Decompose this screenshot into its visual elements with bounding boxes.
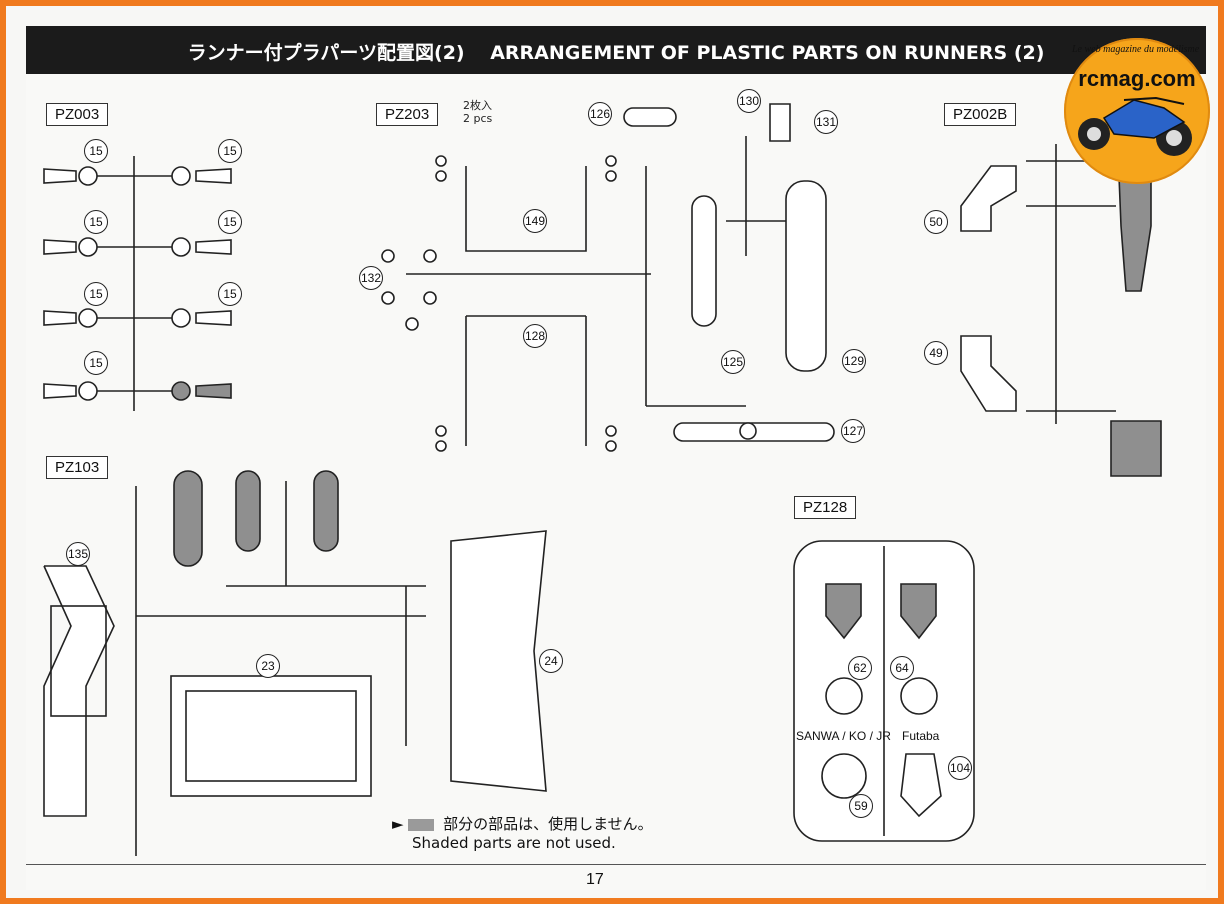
part-number-15: 15	[84, 351, 108, 375]
part-number-15: 15	[84, 139, 108, 163]
part-label-pz002b: PZ002B	[944, 103, 1017, 126]
part-number-125: 125	[721, 350, 745, 374]
part-number-23: 23	[256, 654, 280, 678]
footer-rule	[26, 864, 1206, 865]
part-number-127: 127	[841, 419, 865, 443]
part-number-130: 130	[737, 89, 761, 113]
logo-tagline: Le web magazine du modélisme	[1072, 44, 1200, 55]
part-number-15: 15	[84, 210, 108, 234]
shaded-parts-note-jp: ► 部分の部品は、使用しません。	[392, 813, 653, 834]
parts-diagram	[43, 103, 1162, 856]
part-label-pz203: PZ203	[376, 103, 439, 126]
arrow-right-icon: ►	[392, 815, 404, 833]
part-number-15: 15	[218, 139, 242, 163]
part-number-15: 15	[218, 210, 242, 234]
note-jp-text: 部分の部品は、使用しません。	[443, 815, 653, 833]
pz203-qty-jp: 2枚入	[463, 99, 492, 112]
part-number-132: 132	[359, 266, 383, 290]
part-number-131: 131	[814, 110, 838, 134]
logo-text: rcmag.com	[1078, 66, 1196, 91]
part-number-59: 59	[849, 794, 873, 818]
part-number-135: 135	[66, 542, 90, 566]
label-futaba: Futaba	[902, 729, 940, 743]
part-number-50: 50	[924, 210, 948, 234]
part-number-15: 15	[84, 282, 108, 306]
part-number-126: 126	[588, 102, 612, 126]
page-number: 17	[586, 871, 604, 888]
part-number-24: 24	[539, 649, 563, 673]
part-number-149: 149	[523, 209, 547, 233]
part-number-128: 128	[523, 324, 547, 348]
shaded-swatch	[408, 818, 435, 831]
part-number-104: 104	[948, 756, 972, 780]
part-number-15: 15	[218, 282, 242, 306]
label-sanwa-ko-jr: SANWA / KO / JR	[796, 729, 891, 743]
part-number-62: 62	[848, 656, 872, 680]
part-number-49: 49	[924, 341, 948, 365]
page-title: ランナー付プラパーツ配置図(2) ARRANGEMENT OF PLASTIC …	[187, 42, 1045, 64]
shaded-parts-note-en: Shaded parts are not used.	[412, 834, 616, 852]
part-label-pz003: PZ003	[46, 103, 109, 126]
buggy-icon	[1078, 96, 1192, 156]
part-label-pz103: PZ103	[46, 456, 109, 479]
pz203-qty-en: 2 pcs	[463, 112, 493, 125]
page-header: ランナー付プラパーツ配置図(2) ARRANGEMENT OF PLASTIC …	[26, 26, 1206, 74]
rcmag-logo: Le web magazine du modélisme rcmag.com	[1064, 38, 1210, 184]
part-number-64: 64	[890, 656, 914, 680]
instruction-page: ランナー付プラパーツ配置図(2) ARRANGEMENT OF PLASTIC …	[26, 26, 1206, 890]
part-number-129: 129	[842, 349, 866, 373]
part-label-pz128: PZ128	[794, 496, 857, 519]
